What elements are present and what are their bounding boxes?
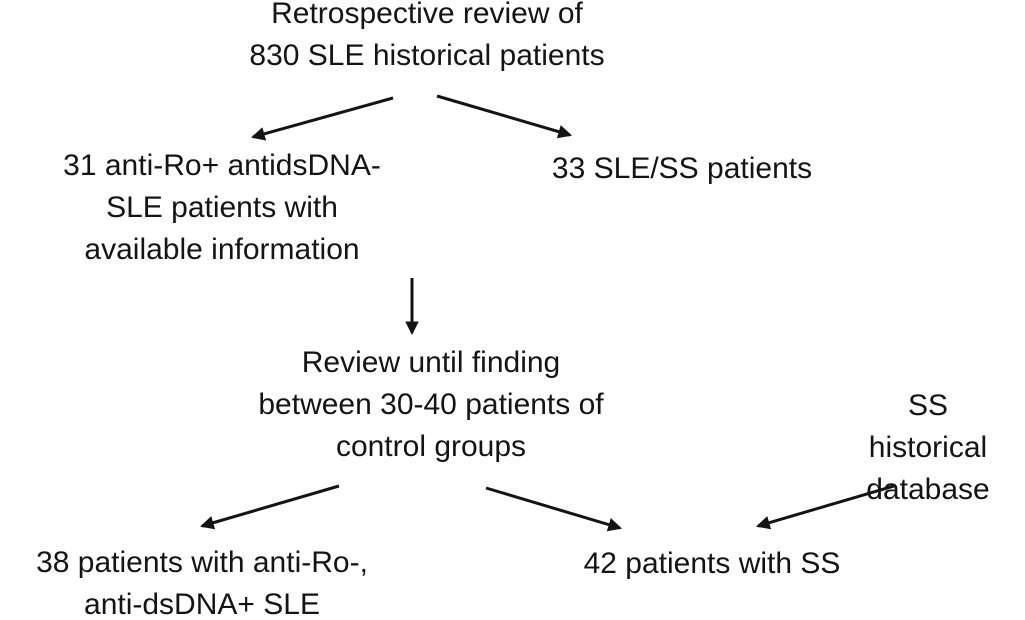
arrow-review-to-control-sle (200, 484, 340, 530)
arrow-ss-db-to-ss-patients (756, 484, 895, 530)
node-review-until-finding: Review until finding between 30-40 patie… (258, 346, 604, 463)
node-ss-historical-database: SS historical database (866, 389, 990, 506)
arrow-review-to-ss-patients (485, 486, 622, 532)
arrow-root-to-sle-subset (251, 96, 394, 141)
node-anti-ro-neg-sle: 38 patients with anti-Ro-, anti-dsDNA+ S… (36, 546, 368, 620)
arrow-root-to-sle-ss (436, 94, 572, 139)
node-sle-ss-patients: 33 SLE/SS patients (551, 152, 813, 185)
node-retrospective-review: Retrospective review of 830 SLE historic… (249, 0, 605, 72)
node-ss-patients: 42 patients with SS (583, 547, 841, 580)
node-anti-ro-pos-sle: 31 anti-Ro+ antidsDNA- SLE patients with… (63, 149, 381, 266)
